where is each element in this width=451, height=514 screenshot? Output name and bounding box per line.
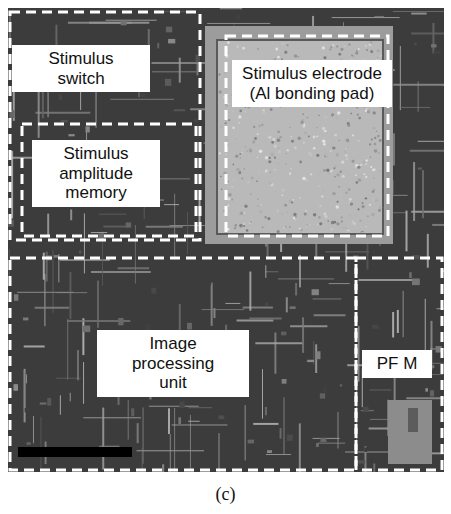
region-label: PF M — [368, 354, 426, 374]
dashed-region — [22, 124, 196, 236]
label-box: Image processing unit — [97, 330, 249, 397]
dashed-region — [226, 36, 388, 236]
region-label: Stimulus electrode (Al bonding pad) — [239, 64, 385, 103]
region-label: Stimulus amplitude memory — [50, 144, 142, 203]
die-background — [8, 8, 444, 472]
pfm-block — [388, 400, 432, 464]
label-box: Stimulus electrode (Al bonding pad) — [232, 60, 392, 107]
scale-bar — [18, 447, 132, 457]
label-box: PF M — [362, 350, 432, 378]
dashed-region — [356, 258, 442, 470]
dashed-regions — [10, 12, 442, 470]
dashed-region — [10, 12, 200, 240]
pfm-device — [408, 408, 418, 432]
dashed-region — [10, 258, 356, 470]
region-label: Image processing unit — [127, 334, 219, 393]
label-box: Stimulus amplitude memory — [32, 140, 160, 207]
region-label: Stimulus switch — [36, 49, 126, 88]
figure-caption: (c) — [0, 484, 451, 505]
wiring-texture — [8, 9, 444, 472]
label-box: Stimulus switch — [12, 45, 150, 92]
pad-frame — [205, 26, 393, 244]
